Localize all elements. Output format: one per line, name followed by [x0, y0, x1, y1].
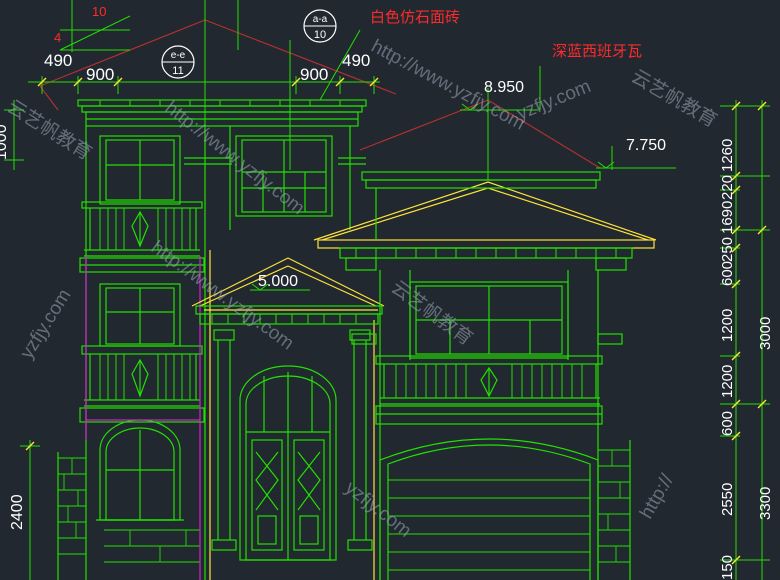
top-dim-4-label: 4 [54, 30, 61, 45]
dim-right-250: 250 [719, 237, 736, 262]
dim-top-right-490: 490 [342, 51, 370, 70]
elevation-porch-roof: 5.000 [258, 273, 298, 290]
dim-right-600-upper: 600 [719, 261, 736, 286]
dim-right-1260: 1260 [719, 139, 736, 172]
watermark-7: yzfjy.com [341, 477, 415, 541]
left-tower [57, 99, 367, 580]
dim-right-outer-3000: 3000 [757, 317, 774, 350]
dim-left-top: 1000 [0, 124, 10, 160]
dim-right-150: 150 [719, 555, 736, 580]
watermark-6: 云艺帆教育 [628, 65, 721, 132]
section-marker-a: a-a 10 [303, 9, 337, 43]
section-a-bottom-label: 10 [314, 29, 326, 41]
top-leader-lines [59, 0, 131, 52]
section-a-top-label: a-a [313, 14, 328, 25]
section-marker-e: e-e 11 [161, 45, 195, 79]
material-label-facade: 白色仿石面砖 [370, 8, 460, 26]
watermark-2: http://www.yzfjy.com [161, 97, 308, 219]
dim-right-1200-lower: 1200 [719, 365, 736, 398]
section-e-bottom-label: 11 [172, 65, 183, 77]
dim-left-bottom: 2400 [9, 494, 26, 530]
watermark-1: yzfjy.com [16, 286, 75, 363]
watermark-9: 云艺帆教育 [387, 276, 477, 350]
porch-gable [191, 250, 385, 580]
right-gable [313, 181, 657, 249]
dim-right-1690: 1690 [719, 201, 736, 234]
dim-right-outer-3300: 3300 [757, 487, 774, 520]
dim-top-right-900: 900 [300, 65, 328, 84]
watermark-10: http:// [636, 470, 678, 522]
side-profile-lines [85, 256, 201, 580]
elevation-roof-peak: 8.950 [484, 79, 524, 96]
dim-top-left-490: 490 [44, 51, 72, 70]
dim-right-1200-upper: 1200 [719, 309, 736, 342]
back-wall-cornice [361, 171, 601, 240]
dimension-lines [4, 0, 770, 580]
dim-right-220: 220 [719, 175, 736, 200]
dim-right-2550: 2550 [719, 483, 736, 516]
section-e-top-label: e-e [171, 50, 186, 61]
watermark-8: http://www.yzfjy.com [147, 237, 297, 354]
text-labels: 白色仿石面砖 深蓝西班牙瓦 10 4 490 900 900 490 8.950… [0, 4, 774, 580]
right-wing-body [339, 247, 633, 580]
dimension-ticks [25, 77, 767, 565]
porch-structure [195, 305, 383, 561]
dim-top-left-900: 900 [86, 65, 114, 84]
top-dim-10-label: 10 [92, 4, 106, 19]
dim-right-600-lower: 600 [719, 411, 736, 436]
material-label-roof: 深蓝西班牙瓦 [552, 42, 642, 60]
watermark-5: yzfjy.com [514, 76, 594, 125]
elevation-eave: 7.750 [626, 137, 666, 154]
